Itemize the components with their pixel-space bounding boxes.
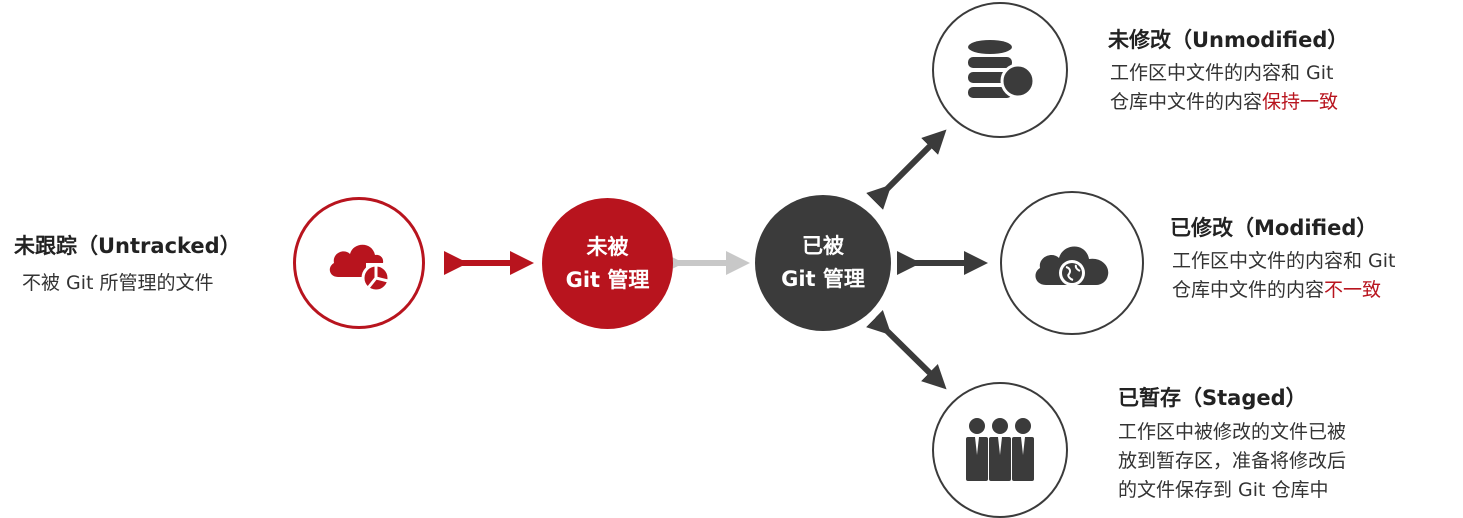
- untracked-title: 未跟踪（Untracked）: [14, 234, 241, 258]
- node-unmanaged-line2: Git 管理: [565, 267, 650, 292]
- modified-desc-line2: 仓库中文件的内容不一致: [1172, 276, 1381, 305]
- node-managed-line1: 已被: [802, 234, 844, 258]
- untracked-node: [293, 197, 425, 329]
- modified-node: [1000, 191, 1144, 335]
- staged-node: [932, 382, 1068, 518]
- modified-title: 已修改（Modified）: [1170, 216, 1378, 240]
- database-icon: [968, 40, 1036, 99]
- unmodified-title: 未修改（Unmodified）: [1108, 28, 1349, 52]
- staged-title: 已暂存（Staged）: [1118, 386, 1307, 410]
- node-unmanaged: 未被 Git 管理: [542, 198, 673, 329]
- staged-desc-line3: 的文件保存到 Git 仓库中: [1118, 479, 1329, 501]
- cloud-chart-icon: [329, 244, 391, 293]
- team-icon: [966, 418, 1034, 481]
- untracked-desc: 不被 Git 所管理的文件: [22, 272, 214, 294]
- modified-desc-line1: 工作区中文件的内容和 Git: [1172, 250, 1396, 272]
- node-managed: 已被 Git 管理: [755, 195, 891, 331]
- unmodified-node: [932, 2, 1068, 138]
- unmodified-desc-line1: 工作区中文件的内容和 Git: [1110, 62, 1334, 84]
- arrow-managed-staged: [866, 310, 947, 390]
- modified-desc-line2-prefix: 仓库中文件的内容: [1172, 279, 1325, 301]
- staged-desc-line1: 工作区中被修改的文件已被: [1118, 421, 1347, 443]
- unmodified-desc-line2-prefix: 仓库中文件的内容: [1110, 91, 1263, 113]
- node-unmanaged-line1: 未被: [586, 234, 629, 259]
- node-managed-line2: Git 管理: [781, 267, 865, 291]
- unmodified-desc-line2: 仓库中文件的内容保持一致: [1110, 88, 1338, 117]
- cloud-globe-icon: [1035, 246, 1109, 286]
- modified-desc-highlight: 不一致: [1324, 279, 1382, 301]
- arrow-managed-unmodified: [866, 129, 947, 210]
- unmodified-desc-highlight: 保持一致: [1262, 91, 1339, 113]
- staged-desc-line2: 放到暂存区，准备将修改后: [1118, 450, 1347, 472]
